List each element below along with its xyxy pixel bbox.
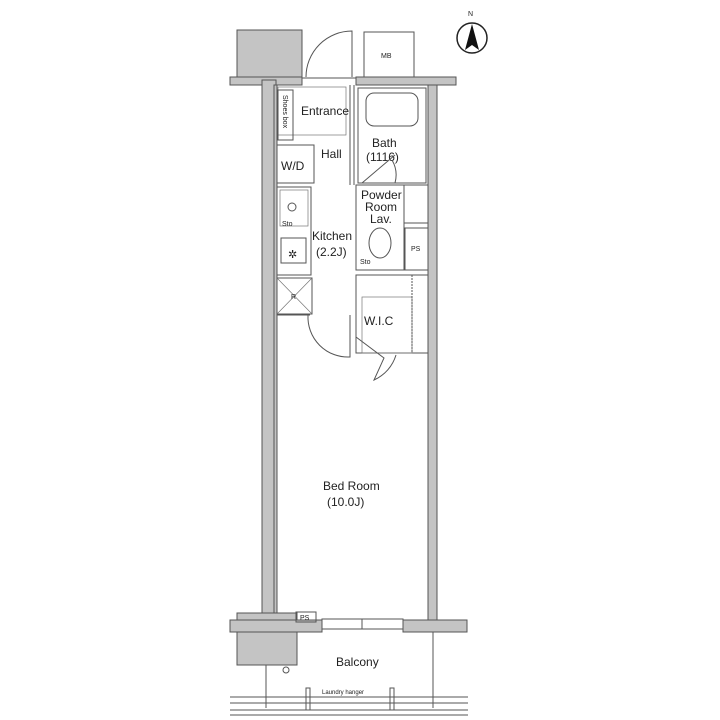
- pipe-space: [404, 227, 429, 271]
- washer-dryer-space: [276, 144, 315, 184]
- balcony-railing: [230, 696, 468, 716]
- mb-label: MB: [381, 53, 392, 60]
- sink-icon: [279, 189, 309, 227]
- powder-room: [355, 184, 405, 271]
- bath-label: Bath: [372, 136, 397, 150]
- wash-basin-icon: [403, 184, 429, 224]
- bath-door[interactable]: [361, 154, 397, 184]
- walls: [229, 29, 468, 666]
- refrigerator-space: [276, 277, 313, 315]
- compass-label: N: [468, 11, 473, 18]
- entrance-door[interactable]: [305, 30, 353, 78]
- ps-bottom-label: PS: [300, 615, 310, 622]
- burner-icon: ✲: [288, 249, 297, 261]
- bath-room: [357, 87, 427, 184]
- powder-label-2: Room: [365, 200, 397, 214]
- balcony-label: Balcony: [336, 655, 379, 669]
- laundry-hanger-label: Laundry hanger: [322, 690, 364, 696]
- toilet-icon: [368, 227, 392, 259]
- sto-label-powder: Sto: [360, 259, 371, 266]
- hall-label: Hall: [321, 147, 342, 161]
- kitchen-size: (2.2J): [316, 245, 347, 259]
- kitchen-door[interactable]: [307, 314, 351, 358]
- north-compass-icon: N: [456, 11, 488, 54]
- kitchen-label: Kitchen: [312, 229, 352, 243]
- bath-size: (1116): [366, 150, 399, 164]
- powder-label-1: Powder: [361, 188, 402, 202]
- bedroom-label: Bed Room: [323, 479, 380, 493]
- shoes-box-label: Shoes box: [281, 95, 288, 129]
- wic-door[interactable]: [355, 336, 397, 381]
- lav-label: Lav.: [370, 212, 392, 226]
- fridge-label: R: [291, 294, 296, 301]
- shoes-box: [277, 89, 294, 141]
- stove-icon: [280, 237, 307, 264]
- ps-label: PS: [411, 246, 421, 253]
- wd-label: W/D: [281, 159, 305, 173]
- bathtub-icon: [365, 92, 419, 127]
- sto-label-kitchen: Sto: [282, 221, 293, 228]
- wic-label: W.I.C: [364, 314, 394, 328]
- kitchen-counter: [276, 186, 312, 276]
- meter-box: [363, 31, 415, 78]
- bedroom-size: (10.0J): [327, 495, 364, 509]
- entrance-label: Entrance: [301, 104, 349, 118]
- pipe-space-bottom: [295, 611, 317, 623]
